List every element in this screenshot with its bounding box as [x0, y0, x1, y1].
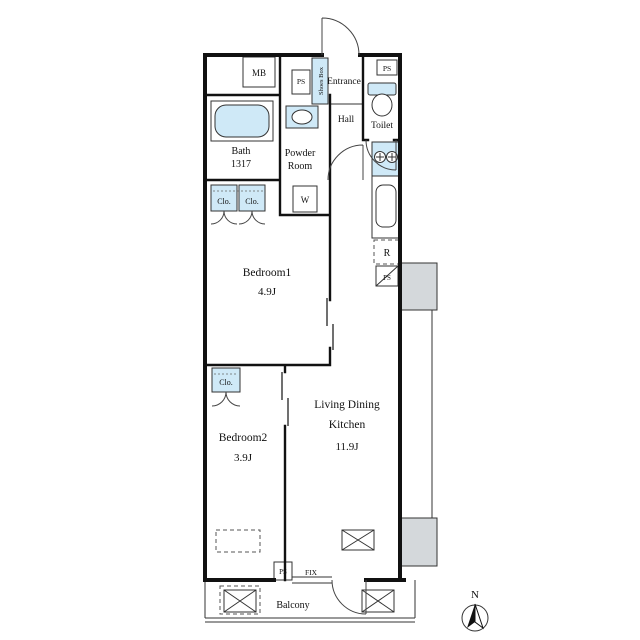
label-bedroom2: Bedroom2: [219, 432, 268, 444]
label-mb: MB: [252, 68, 266, 78]
ps-topright-box: [376, 59, 398, 76]
toilet-bowl: [371, 93, 393, 117]
closet-doors-bedroom2: [211, 391, 241, 407]
entrance-door: [321, 17, 360, 56]
meter-box: [242, 56, 276, 88]
compass-needle-light: [474, 603, 484, 630]
closet-bedroom2: [211, 367, 241, 393]
ps-kitchen-diagonal: [375, 265, 399, 287]
label-powder-2: Room: [288, 161, 313, 172]
equipment-box-ldk-x: [341, 529, 375, 551]
label-bedroom1: Bedroom1: [243, 267, 292, 279]
closet-2: [238, 184, 266, 212]
pillar-top: [399, 262, 438, 311]
label-balcony: Balcony: [276, 600, 309, 611]
label-entrance: Entrance: [327, 77, 361, 87]
balcony-door: [331, 579, 367, 615]
ps-top-box: [291, 69, 311, 95]
label-fix: FIX: [305, 568, 318, 577]
equipment-box-balcony-left-x: [223, 589, 257, 613]
label-north: N: [471, 589, 479, 601]
label-powder-1: Powder: [285, 148, 316, 159]
label-ldk-2: Kitchen: [329, 419, 366, 431]
thin-lines: [204, 103, 433, 623]
compass-needle-dark: [467, 604, 475, 628]
label-closet-bedroom2: Clo.: [219, 378, 233, 387]
shoes-box: [311, 57, 329, 105]
label-ldk-size: 11.9J: [335, 441, 359, 453]
kitchen-sink: [375, 184, 397, 228]
label-bath-size: 1317: [231, 159, 251, 170]
label-closet-1: Clo.: [217, 197, 231, 206]
closet-doors-bedroom1: [210, 210, 266, 225]
sliding-door-bedroom1: [326, 298, 334, 350]
label-ldk-1: Living Dining: [314, 399, 380, 411]
label-bedroom1-size: 4.9J: [258, 286, 277, 298]
label-ps-bottom: PS: [279, 568, 287, 576]
pillar-bottom: [399, 517, 438, 567]
label-shoes-box: Shoes Box: [318, 66, 325, 95]
compass: [461, 603, 489, 632]
label-bath: Bath: [232, 146, 251, 157]
toilet-door: [365, 139, 397, 171]
hall-door: [327, 144, 364, 181]
stove-burner-marks: [376, 153, 396, 161]
label-fridge: R: [384, 248, 391, 259]
service-space-bedroom2: [215, 529, 261, 553]
label-ps-top: PS: [297, 77, 305, 86]
washer-space: [292, 185, 318, 213]
outer-walls: [203, 53, 406, 582]
powder-sink-bowl: [291, 109, 313, 125]
sliding-door-bedroom2: [281, 372, 289, 426]
label-toilet: Toilet: [371, 121, 393, 131]
toilet-tank: [367, 82, 397, 96]
label-hall: Hall: [338, 115, 355, 125]
equipment-box-balcony-right-x: [361, 589, 395, 613]
label-ps-topright: PS: [383, 64, 391, 73]
ps-bottom-box: [273, 561, 293, 581]
label-bedroom2-size: 3.9J: [234, 452, 253, 464]
label-ps-kitchen: PS: [383, 274, 391, 282]
hatch-balcony: [219, 585, 261, 615]
label-closet-2: Clo.: [245, 197, 259, 206]
closet-1: [210, 184, 238, 212]
bathtub: [214, 104, 270, 138]
label-washer: W: [301, 195, 310, 205]
